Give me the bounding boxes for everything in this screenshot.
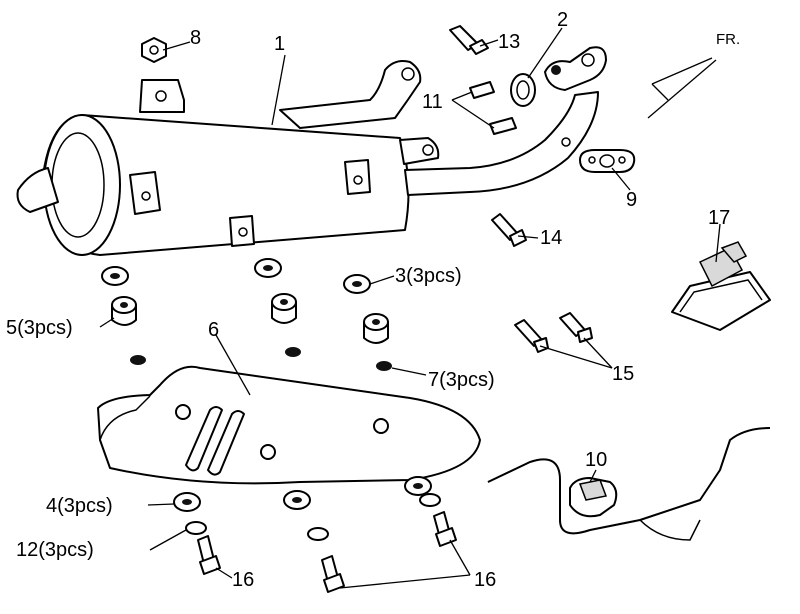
label-part-5: 5(3pcs) bbox=[6, 317, 73, 339]
label-part-1: 1 bbox=[274, 33, 285, 55]
stud-bolt-13 bbox=[449, 25, 489, 55]
washers-4 bbox=[173, 476, 432, 512]
label-part-11: 11 bbox=[422, 91, 443, 113]
label-part-6: 6 bbox=[208, 319, 219, 341]
label-part-8: 8 bbox=[190, 27, 201, 49]
label-front: FR. bbox=[716, 31, 740, 48]
label-part-3: 3(3pcs) bbox=[395, 265, 462, 287]
muffler-body bbox=[16, 60, 440, 256]
collars-5 bbox=[111, 293, 389, 344]
gasket-ring bbox=[510, 73, 536, 107]
flange-gasket-9 bbox=[579, 149, 636, 173]
label-part-16-right: 16 bbox=[474, 569, 496, 591]
label-part-16-left: 16 bbox=[232, 569, 254, 591]
label-part-10: 10 bbox=[585, 449, 607, 471]
label-part-12: 12(3pcs) bbox=[16, 539, 94, 561]
label-part-14: 14 bbox=[540, 227, 562, 249]
bushings-7 bbox=[130, 347, 392, 371]
label-part-2: 2 bbox=[557, 9, 568, 31]
bolts-11 bbox=[469, 81, 517, 135]
leader-lines bbox=[99, 27, 721, 589]
label-part-17: 17 bbox=[708, 207, 730, 229]
front-direction-arrow bbox=[647, 57, 717, 119]
rubber-washers-3 bbox=[101, 258, 371, 294]
label-part-13: 13 bbox=[498, 31, 520, 53]
exhaust-header-pipe bbox=[404, 46, 607, 196]
label-part-7: 7(3pcs) bbox=[428, 369, 495, 391]
bolts-15 bbox=[514, 312, 593, 353]
heat-shield-6 bbox=[97, 365, 481, 485]
label-part-15: 15 bbox=[612, 363, 634, 385]
label-part-4: 4(3pcs) bbox=[46, 495, 113, 517]
washers-12 bbox=[185, 493, 441, 541]
label-part-9: 9 bbox=[626, 189, 637, 211]
part-labels: 1 2 3(3pcs) 4(3pcs) 5(3pcs) 6 7(3pcs) 8 … bbox=[6, 9, 740, 591]
nut-8 bbox=[141, 37, 167, 63]
secondary-air-hose-10 bbox=[487, 427, 771, 541]
bolts-16 bbox=[197, 511, 457, 593]
bolt-14 bbox=[491, 213, 527, 247]
sensor-17 bbox=[671, 241, 771, 331]
